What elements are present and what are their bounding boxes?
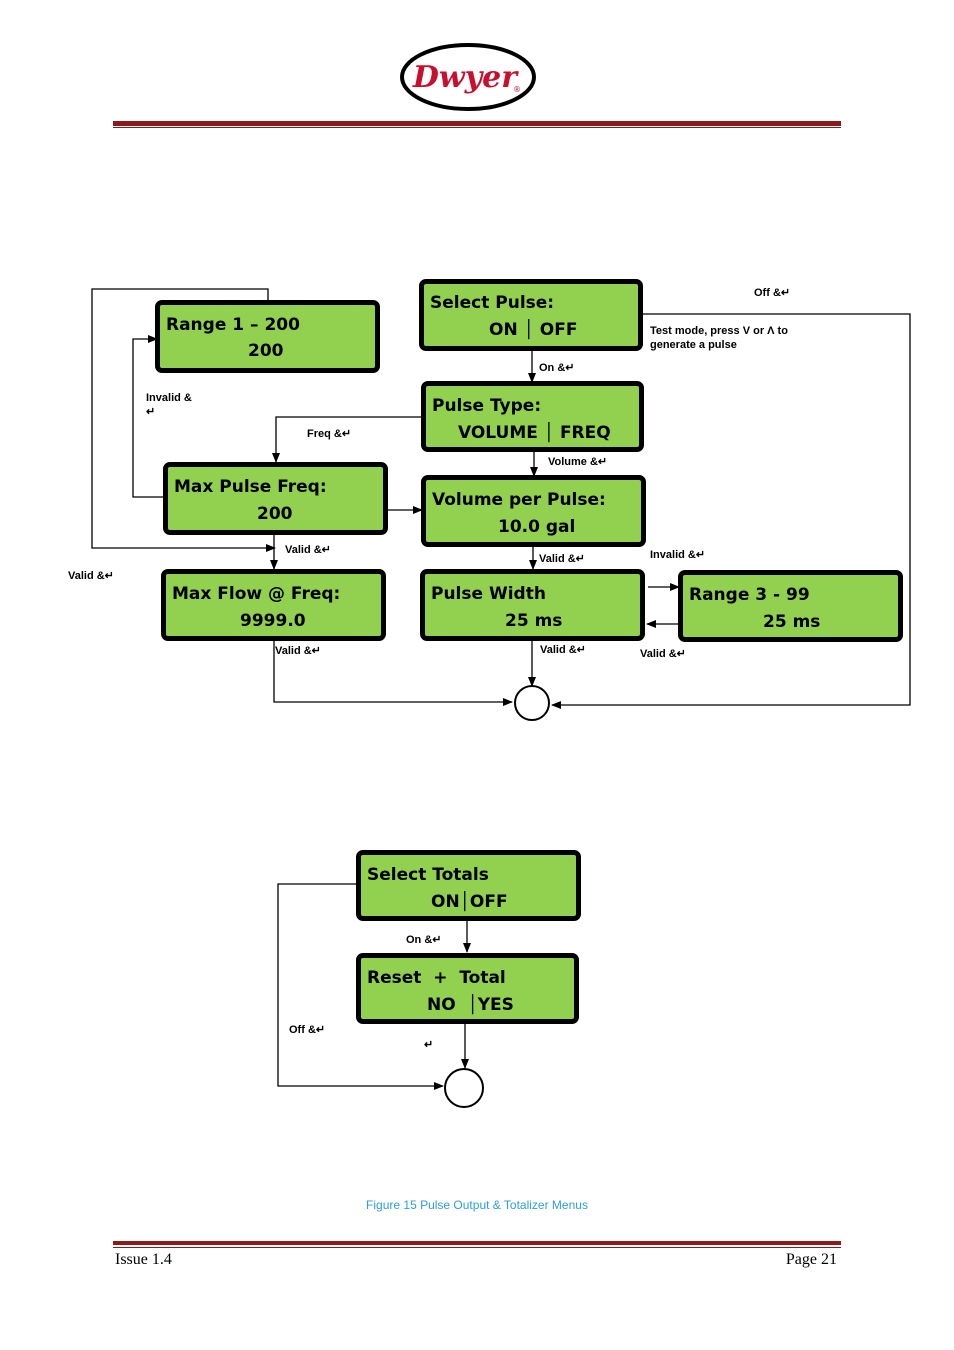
range3-value: 25 ms bbox=[763, 612, 821, 632]
label-test-mode: Test mode, press V or Λ to generate a pu… bbox=[650, 325, 788, 351]
lcd-max-flow: Max Flow @ Freq: 9999.0 bbox=[161, 569, 386, 641]
range3-title: Range 3 - 99 bbox=[689, 585, 810, 605]
label-valid-freq: Valid &↵ bbox=[285, 544, 331, 556]
label-invalid-left: Invalid & ↵ bbox=[146, 392, 192, 418]
max-flow-title: Max Flow @ Freq: bbox=[172, 584, 341, 604]
pulse-end-node bbox=[514, 685, 550, 721]
pulse-type-title: Pulse Type: bbox=[432, 396, 542, 416]
label-valid-volume: Valid &↵ bbox=[539, 553, 585, 565]
lcd-range1: Range 1 – 200 200 bbox=[155, 300, 380, 373]
lcd-range3: Range 3 - 99 25 ms bbox=[678, 570, 903, 642]
lcd-pulse-type: Pulse Type: VOLUME │ FREQ bbox=[421, 381, 644, 452]
footer-issue: Issue 1.4 bbox=[115, 1251, 172, 1268]
label-valid-outer: Valid &↵ bbox=[68, 570, 114, 582]
totals-end-node bbox=[444, 1068, 484, 1108]
totals-label-on: On &↵ bbox=[406, 934, 442, 946]
label-valid-width: Valid &↵ bbox=[540, 644, 586, 656]
lcd-reset-total: Reset + Total NO │YES bbox=[356, 953, 579, 1024]
label-invalid-right: Invalid &↵ bbox=[650, 549, 706, 561]
reset-total-options: NO │YES bbox=[427, 995, 514, 1015]
label-valid-range3: Valid &↵ bbox=[640, 648, 686, 660]
select-totals-options: ON│OFF bbox=[431, 892, 508, 912]
volume-per-pulse-title: Volume per Pulse: bbox=[432, 490, 606, 510]
lcd-pulse-width: Pulse Width 25 ms bbox=[420, 569, 645, 641]
header-rule bbox=[113, 121, 841, 126]
label-off: Off &↵ bbox=[754, 287, 791, 299]
lcd-max-pulse-freq: Max Pulse Freq: 200 bbox=[163, 462, 388, 535]
totals-label-off: Off &↵ bbox=[289, 1024, 326, 1036]
pulse-type-options: VOLUME │ FREQ bbox=[458, 423, 611, 443]
label-on: On &↵ bbox=[539, 362, 575, 374]
select-pulse-options: ON │ OFF bbox=[489, 320, 578, 340]
range1-value: 200 bbox=[248, 341, 284, 361]
max-pulse-freq-title: Max Pulse Freq: bbox=[174, 477, 327, 497]
logo-mark: ® bbox=[513, 85, 521, 94]
range1-title: Range 1 – 200 bbox=[166, 315, 300, 335]
header-rule-thin bbox=[113, 127, 841, 128]
footer-page: Page 21 bbox=[785, 1251, 837, 1268]
label-valid-flow: Valid &↵ bbox=[275, 645, 321, 657]
footer-rule-thin bbox=[113, 1247, 841, 1248]
select-totals-title: Select Totals bbox=[367, 865, 489, 885]
label-volume: Volume &↵ bbox=[548, 456, 608, 468]
select-pulse-title: Select Pulse: bbox=[430, 293, 555, 313]
lcd-volume-per-pulse: Volume per Pulse: 10.0 gal bbox=[421, 475, 646, 547]
logo-text: Dwyer bbox=[412, 60, 519, 95]
max-pulse-freq-value: 200 bbox=[257, 504, 293, 524]
lcd-select-totals: Select Totals ON│OFF bbox=[356, 850, 581, 921]
totals-label-enter: ↵ bbox=[424, 1039, 434, 1051]
dwyer-logo: Dwyer ® bbox=[400, 43, 536, 111]
pulse-width-value: 25 ms bbox=[505, 611, 563, 631]
reset-total-title: Reset + Total bbox=[367, 968, 506, 988]
volume-per-pulse-value: 10.0 gal bbox=[498, 517, 576, 537]
pulse-width-title: Pulse Width bbox=[431, 584, 546, 604]
footer-rule bbox=[113, 1241, 841, 1245]
max-flow-value: 9999.0 bbox=[240, 611, 306, 631]
label-freq: Freq &↵ bbox=[307, 428, 352, 440]
figure-caption: Figure 15 Pulse Output & Totalizer Menus bbox=[366, 1198, 588, 1212]
lcd-select-pulse: Select Pulse: ON │ OFF bbox=[419, 279, 643, 351]
